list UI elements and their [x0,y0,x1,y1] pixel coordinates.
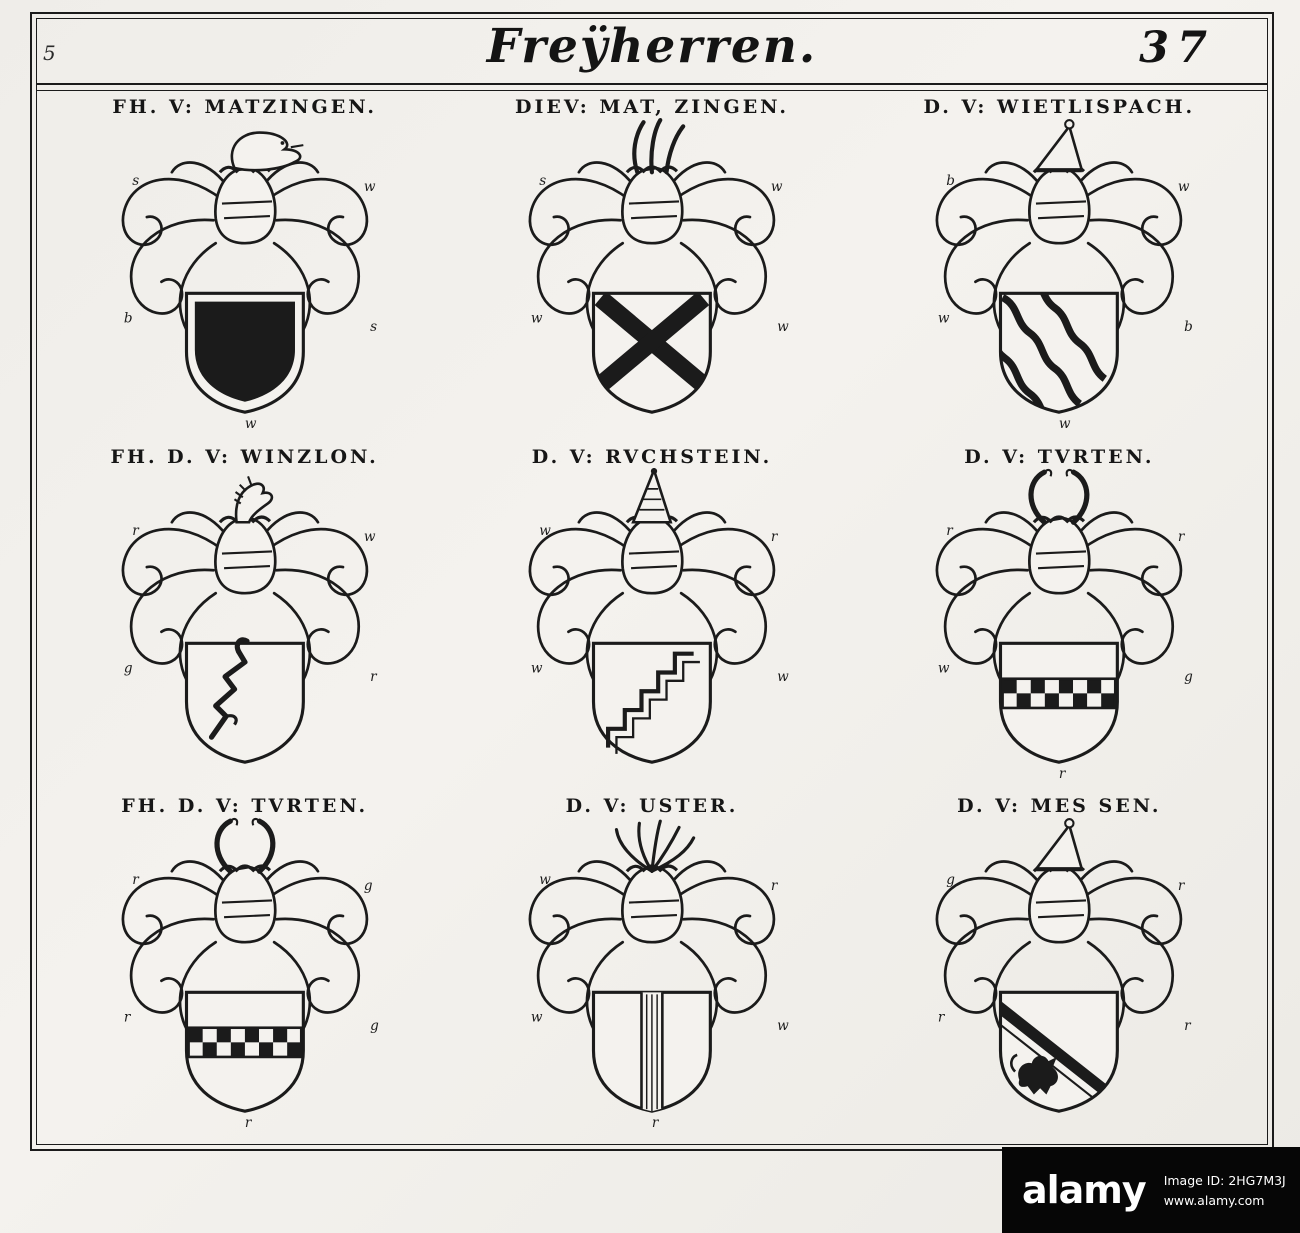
coat-of-arms-grid: FH. V: MATZINGEN. s w b s w DIEV: MAT, ZINGE… [41,91,1263,1140]
crest-caption: FH. V: MATZINGEN. [112,96,377,118]
svg-text:r: r [245,1115,253,1130]
crest-engraving-turten: r g r g r [121,818,379,1130]
page-title: Freÿherren. [486,19,818,74]
coat-of-arms-4-winzlon: FH. D. V: WINZLON. r w g r [41,441,448,791]
svg-text:w: w [1178,179,1190,195]
alamy-image-id: Image ID: 2HG7M3J [1163,1172,1286,1188]
svg-text:w: w [364,179,376,195]
coat-of-arms-9-messen: D. V: MES SEN. g r r r [856,790,1263,1140]
svg-text:s: s [539,173,546,189]
crest-engraving: r g r g r [41,817,448,1140]
page-number: 37 [1139,23,1215,73]
crest-engraving-winzlon: r w g r [121,475,378,764]
crest-caption: D. V: TVRTEN. [964,445,1155,468]
svg-text:s: s [370,319,377,335]
alamy-watermark: alamy Image ID: 2HG7M3J www.alamy.com [1002,1147,1300,1233]
crest-engraving-turten: r r w g r [935,468,1194,781]
svg-text:r: r [1185,1018,1193,1034]
svg-text:r: r [124,1010,132,1026]
coat-of-arms-3-wietlispach: D. V: WIETLISPACH. b w w b w [856,91,1263,441]
coat-of-arms-2-matzingen: DIEV: MAT, ZINGEN. s w w w [448,91,855,441]
svg-text:g: g [1185,668,1194,684]
svg-text:w: w [531,310,543,326]
crest-caption: D. V: WIETLISPACH. [923,96,1196,118]
svg-text:g: g [370,1018,379,1034]
svg-text:r: r [132,522,140,538]
svg-text:g: g [124,660,133,676]
crest-engraving: w r w w [448,467,855,791]
plate-outer-border: 5 Freÿherren. 37 FH. V: MATZINGEN. s w b s w… [30,12,1274,1151]
svg-text:g: g [947,872,956,888]
svg-text:r: r [1178,529,1186,545]
crest-caption: FH. D. V: WINZLON. [110,445,379,468]
svg-text:r: r [771,529,779,545]
svg-text:g: g [364,878,373,894]
crest-engraving: r w g r [41,468,448,791]
svg-text:r: r [947,522,955,538]
svg-text:r: r [1059,766,1067,781]
svg-text:w: w [531,1010,543,1026]
crest-engraving-ruchstein: w r w w [528,467,789,764]
svg-text:r: r [132,872,140,888]
crest-engraving: s w w w [448,118,855,441]
svg-text:w: w [245,416,257,431]
crest-engraving-messen: g r r r [935,818,1193,1114]
svg-text:s: s [132,173,139,189]
svg-text:w: w [777,1018,789,1034]
corner-mark: 5 [43,41,56,65]
coat-of-arms-6-turten: D. V: TVRTEN. r r w g r [856,441,1263,791]
svg-text:r: r [1178,878,1186,894]
svg-text:w: w [539,872,551,888]
svg-text:w: w [777,319,789,335]
svg-text:w: w [364,529,376,545]
svg-text:w: w [938,310,950,326]
svg-text:w: w [777,668,789,684]
plate-header: 5 Freÿherren. 37 [37,19,1267,81]
alamy-url: www.alamy.com [1163,1192,1265,1208]
svg-text:w: w [938,660,950,676]
crest-engraving-wietlispach: b w w b w [935,119,1194,431]
svg-text:r: r [938,1010,946,1026]
crest-engraving-uster: w r w w r [528,819,789,1130]
svg-text:w: w [771,179,783,195]
alamy-meta: Image ID: 2HG7M3J www.alamy.com [1164,1173,1286,1208]
crest-engraving: g r r r [856,817,1263,1140]
svg-text:w: w [539,522,551,538]
header-double-rule [37,83,1267,91]
crest-caption: D. V: MES SEN. [957,795,1162,818]
crest-engraving: b w w b w [856,118,1263,441]
coat-of-arms-7-turten: FH. D. V: TVRTEN. r g r g r [41,790,448,1140]
crest-caption: D. V: RVCHSTEIN. [531,445,773,468]
crest-caption: D. V: USTER. [565,795,739,818]
crest-engraving-matzingen: s w w w [528,118,789,414]
coat-of-arms-8-uster: D. V: USTER. w r w w r [448,790,855,1140]
svg-text:b: b [947,173,956,189]
svg-text:w: w [531,660,543,676]
svg-text:r: r [771,878,779,894]
svg-text:r: r [652,1115,660,1130]
alamy-logo: alamy [1022,1168,1147,1212]
crest-caption: FH. D. V: TVRTEN. [121,795,369,818]
crest-caption: DIEV: MAT, ZINGEN. [515,96,789,118]
crest-engraving: s w b s w [41,118,448,441]
crest-engraving: w r w w r [448,817,855,1140]
svg-text:b: b [124,310,133,326]
svg-text:w: w [1059,416,1071,431]
svg-text:r: r [370,668,378,684]
crest-engraving-matzingen: s w b s w [121,131,377,431]
coat-of-arms-1-matzingen: FH. V: MATZINGEN. s w b s w [41,91,448,441]
crest-engraving: r r w g r [856,468,1263,791]
svg-text:b: b [1185,319,1194,335]
plate-inner-border: 5 Freÿherren. 37 FH. V: MATZINGEN. s w b s w… [36,18,1268,1145]
coat-of-arms-5-ruchstein: D. V: RVCHSTEIN. w r w w [448,441,855,791]
